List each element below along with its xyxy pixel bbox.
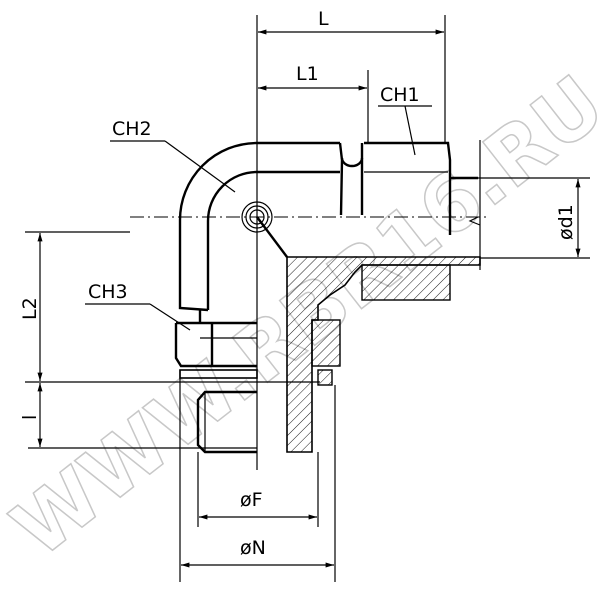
center-mark <box>241 201 273 233</box>
dimension-L1: L1 <box>258 63 369 142</box>
label-CH1: CH1 <box>380 84 420 106</box>
label-CH2: CH2 <box>112 118 152 140</box>
lower-body <box>174 310 258 454</box>
locknut-section <box>311 319 341 367</box>
dimension-l: l <box>19 383 257 449</box>
dimension-L2: L2 <box>19 231 320 383</box>
dimension-d1: ød1 <box>478 177 590 259</box>
label-CH3: CH3 <box>88 281 128 303</box>
seal-ring <box>317 369 333 386</box>
body-section <box>286 256 481 453</box>
label-L1: L1 <box>296 63 319 85</box>
callout-CH1: CH1 <box>378 84 432 156</box>
label-L: L <box>318 8 329 30</box>
label-N: øN <box>240 537 266 559</box>
dimension-L: L <box>258 8 446 142</box>
label-L2: L2 <box>19 297 41 320</box>
tube <box>468 140 481 270</box>
label-F: øF <box>240 489 263 511</box>
nut-section <box>361 264 451 301</box>
label-l: l <box>19 415 41 420</box>
dimension-F: øF <box>197 452 319 527</box>
label-d1: ød1 <box>555 204 577 240</box>
callout-CH3: CH3 <box>85 281 191 331</box>
dimension-N: øN <box>179 370 336 582</box>
